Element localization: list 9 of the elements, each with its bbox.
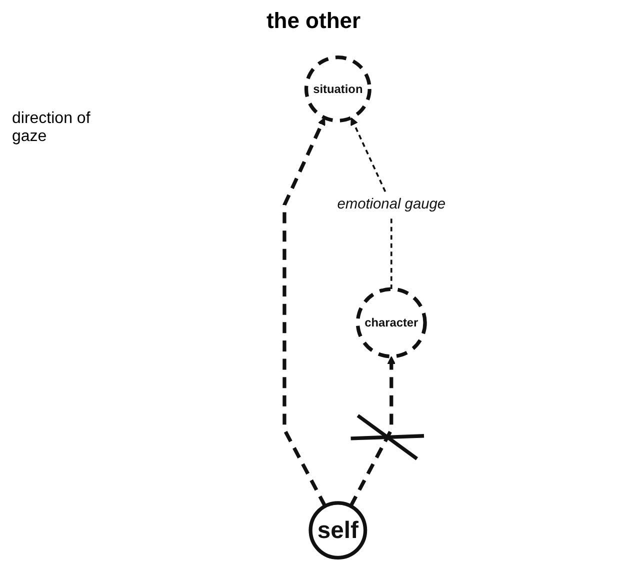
node-circle: situation bbox=[304, 56, 372, 122]
edge-label: emotional gauge bbox=[337, 196, 446, 212]
note-text: direction of gaze bbox=[12, 110, 92, 146]
arrow bbox=[349, 356, 396, 507]
arrow bbox=[282, 117, 327, 507]
node-circle: self bbox=[308, 501, 368, 560]
diagram-title: the other bbox=[265, 8, 362, 34]
arrow bbox=[350, 117, 392, 290]
node-circle: character bbox=[356, 287, 427, 358]
